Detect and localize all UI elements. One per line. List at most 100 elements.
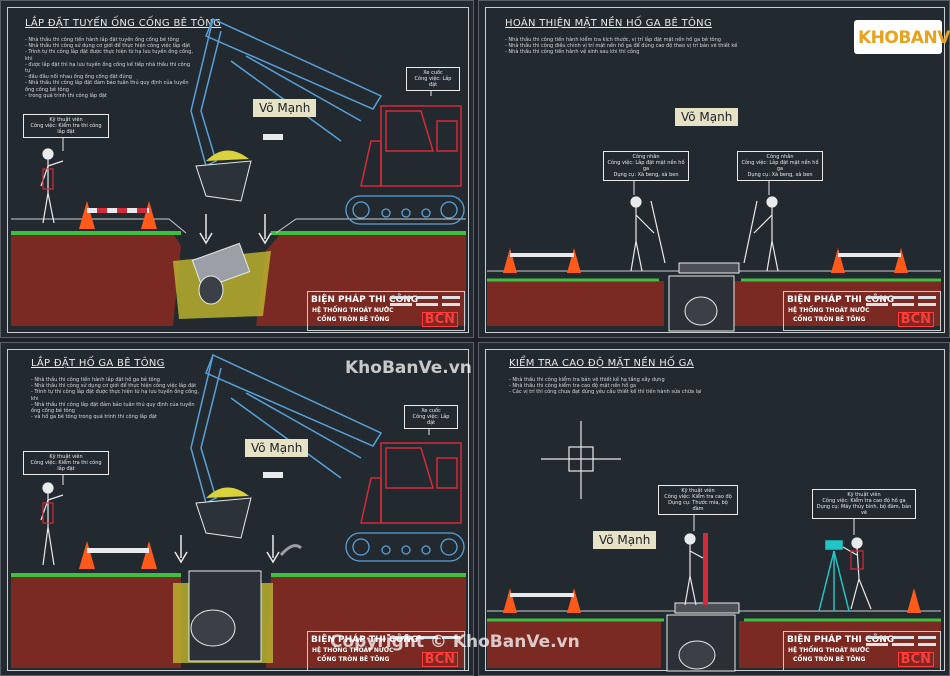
panel-notes: Nhà thầu thi công tiến hành lắp đặt hố g… bbox=[31, 377, 201, 420]
panel-notes: Nhà thầu thi công tiến hành lắp đặt tuyế… bbox=[25, 37, 195, 99]
center-watermark: KhoBanVe.vn bbox=[345, 358, 472, 378]
label-tag bbox=[263, 134, 283, 140]
note-line: Nhà thầu thi công lắp đặt đảm bảo tuân t… bbox=[31, 402, 201, 414]
note-line: Nhà thầu thi công kiểm tra bản vẽ thiết … bbox=[509, 377, 749, 383]
note-line: Các vị trí thi công chưa đạt đúng yêu cầ… bbox=[509, 389, 749, 395]
worker-figure bbox=[842, 537, 872, 610]
note-line: Nhà thầu thi công sử dụng cơ giới để thự… bbox=[31, 383, 201, 389]
soil-layer bbox=[256, 233, 466, 326]
panel-frame bbox=[7, 7, 469, 333]
panel-frame bbox=[7, 349, 469, 671]
worker-figure bbox=[40, 482, 64, 566]
survey-rod bbox=[703, 533, 708, 605]
concrete-pipe bbox=[191, 242, 251, 305]
soil-layer bbox=[11, 575, 181, 668]
title-block-line1: BIỆN PHÁP THI CÔNG bbox=[787, 635, 895, 645]
author-label: Võ Mạnh bbox=[675, 108, 739, 126]
company-logo: BCN bbox=[421, 312, 458, 327]
excavator-tracks bbox=[345, 532, 465, 562]
brand-logo: KHOBANVE bbox=[854, 20, 950, 54]
panel-pipe-laying: LẮP ĐẶT TUYẾN ỐNG CỐNG BÊ TÔNG Nhà thầu … bbox=[0, 0, 474, 338]
excavator-body bbox=[360, 105, 462, 187]
excavator-body bbox=[360, 442, 462, 524]
company-logo: BCN bbox=[897, 652, 934, 667]
arrow-down-icon bbox=[174, 535, 188, 564]
traffic-barrier bbox=[503, 588, 581, 613]
manhole-box bbox=[666, 602, 740, 672]
manhole-box bbox=[188, 570, 262, 662]
note-line: Nhà thầu thi công lắp đặt đảm bảo tuân t… bbox=[25, 80, 195, 92]
title-block-line2: HỆ THỐNG THOÁT NƯỚC bbox=[312, 307, 394, 314]
arrow-down-icon bbox=[199, 214, 213, 245]
excavator-tracks bbox=[345, 195, 465, 225]
panel-title: KIỂM TRA CAO ĐỘ MẶT NỀN HỐ GA bbox=[509, 358, 694, 369]
soil-layer bbox=[266, 575, 466, 668]
title-block-line3: CỐNG TRÒN BÊ TÔNG bbox=[793, 316, 866, 323]
panel-elevation-check: KIỂM TRA CAO ĐỘ MẶT NỀN HỐ GA Nhà thầu t… bbox=[478, 342, 950, 676]
panel-title: LẮP ĐẶT TUYẾN ỐNG CỐNG BÊ TÔNG bbox=[25, 18, 222, 29]
excavator-arm bbox=[190, 17, 383, 168]
author-label: Võ Mạnh bbox=[593, 531, 657, 549]
title-block-line1: BIỆN PHÁP THI CÔNG bbox=[311, 295, 419, 305]
company-logo: BCN bbox=[897, 312, 934, 327]
pit-installation-illustration bbox=[11, 353, 466, 668]
pipe-laying-illustration bbox=[11, 17, 466, 326]
pit-finishing-illustration bbox=[487, 173, 941, 332]
manhole-box bbox=[668, 262, 740, 332]
title-block: BIỆN PHÁP THI CÔNG HỆ THỐNG THOÁT NƯỚC C… bbox=[783, 291, 941, 331]
note-line: Trình tự thi công lắp đặt được thực hiện… bbox=[25, 49, 195, 61]
title-block-line3: CỐNG TRÒN BÊ TÔNG bbox=[793, 656, 866, 663]
panel-title: LẮP ĐẶT HỐ GA BÊ TÔNG bbox=[31, 358, 165, 369]
soil-layer bbox=[487, 621, 661, 668]
excavator-arm bbox=[190, 353, 383, 505]
title-block: BIỆN PHÁP THI CÔNG HỆ THỐNG THOÁT NƯỚC C… bbox=[307, 291, 465, 331]
panel-pit-finishing: HOÀN THIỆN MẶT NỀN HỐ GA BÊ TÔNG Nhà thầ… bbox=[478, 0, 950, 338]
traffic-barrier bbox=[831, 248, 908, 273]
author-label: Võ Mạnh bbox=[253, 99, 317, 117]
bottom-watermark: Copyright © KhoBanVe.vn bbox=[330, 632, 580, 652]
title-block: BIỆN PHÁP THI CÔNG HỆ THỐNG THOÁT NƯỚC C… bbox=[783, 631, 941, 671]
title-block-line2: HỆ THỐNG THOÁT NƯỚC bbox=[312, 647, 394, 654]
note-line: Nhà thầu thi công kiểm tra cao độ mặt nề… bbox=[509, 383, 749, 389]
note-line: Nhà thầu thi công tiến hành vệ sinh sau … bbox=[505, 49, 765, 55]
traffic-cone bbox=[907, 588, 921, 613]
note-line: và hố ga bê tông trong quá trình thi côn… bbox=[31, 414, 201, 420]
title-block-line1: BIỆN PHÁP THI CÔNG bbox=[787, 295, 895, 305]
note-line: Nhà thầu thi công sử dụng cơ giới để thự… bbox=[25, 43, 195, 49]
panel-notes: Nhà thầu thi công kiểm tra bản vẽ thiết … bbox=[509, 377, 749, 396]
title-block-line2: HỆ THỐNG THOÁT NƯỚC bbox=[788, 307, 870, 314]
soil-layer bbox=[734, 281, 941, 326]
soil-layer bbox=[739, 621, 941, 668]
panel-pit-installation: LẮP ĐẶT HỐ GA BÊ TÔNG Nhà thầu thi công … bbox=[0, 342, 474, 676]
level-tripod bbox=[818, 540, 850, 612]
note-line: Trình tự thi công lắp đặt được thực hiện… bbox=[31, 389, 201, 401]
title-block-line3: CỐNG TRÒN BÊ TÔNG bbox=[317, 656, 390, 663]
crosshair-symbol bbox=[541, 421, 621, 499]
worker-figure bbox=[743, 196, 779, 272]
panel-frame bbox=[485, 7, 945, 333]
company-logo: BCN bbox=[421, 652, 458, 667]
note-line: Nhà thầu thi công tiến hành kiểm tra kíc… bbox=[505, 37, 765, 43]
note-line: được lắp đặt thì hạ lưu tuyến ống cống k… bbox=[25, 62, 195, 74]
excavator-bucket bbox=[195, 487, 252, 539]
soil-layer bbox=[487, 281, 664, 326]
arrow-down-icon bbox=[258, 214, 272, 245]
label-tag bbox=[263, 472, 283, 478]
title-block-line1: BIỆN PHÁP THI CÔNG bbox=[311, 635, 419, 645]
panel-notes: Nhà thầu thi công tiến hành kiểm tra kíc… bbox=[505, 37, 765, 56]
note-line: Nhà thầu thi công điều chỉnh vị trí mặt … bbox=[505, 43, 765, 49]
title-block-line2: HỆ THỐNG THOÁT NƯỚC bbox=[788, 647, 870, 654]
note-line: Nhà thầu thi công tiến hành lắp đặt hố g… bbox=[31, 377, 201, 383]
note-line: Nhà thầu thi công tiến hành lắp đặt tuyế… bbox=[25, 37, 195, 43]
note-line: trong quá trình thi công lắp đặt bbox=[25, 93, 195, 99]
panel-title: HOÀN THIỆN MẶT NỀN HỐ GA BÊ TÔNG bbox=[505, 18, 712, 29]
worker-figure bbox=[40, 148, 64, 224]
title-block: BIỆN PHÁP THI CÔNG HỆ THỐNG THOÁT NƯỚC C… bbox=[307, 631, 465, 671]
